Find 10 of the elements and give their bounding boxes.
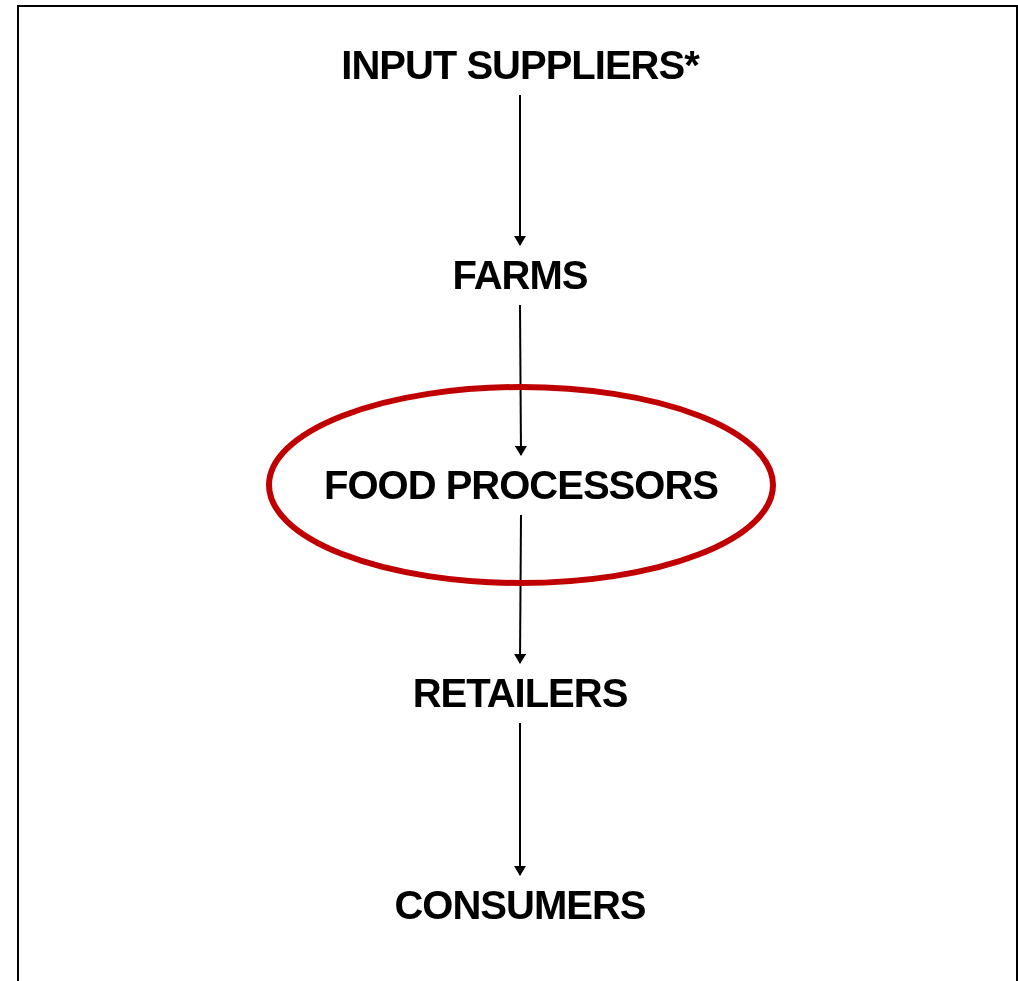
stage-label: CONSUMERS (394, 883, 646, 927)
arrow (514, 514, 527, 664)
stage-label: INPUT SUPPLIERS* (341, 43, 699, 87)
stage-label: RETAILERS (412, 671, 628, 715)
arrow (514, 304, 527, 456)
arrow (514, 94, 526, 246)
highlight-ellipse (265, 383, 777, 587)
stage-label: FARMS (452, 253, 588, 297)
stage-label: FOOD PROCESSORS (324, 463, 718, 507)
arrow (514, 722, 526, 876)
